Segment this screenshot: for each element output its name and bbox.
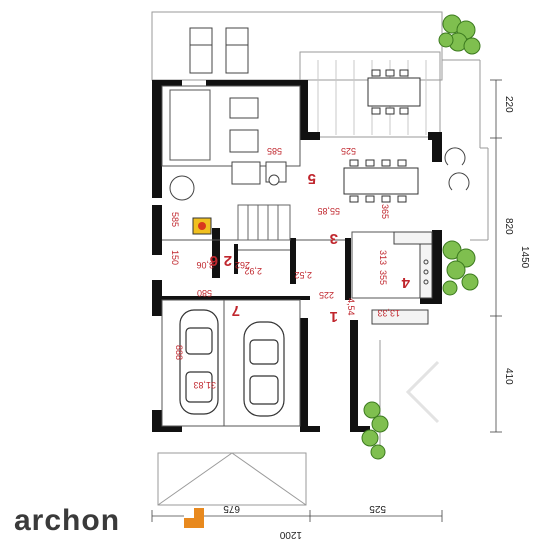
dim-right-820: 820: [503, 218, 514, 235]
inner-dimensions: 585 525 365 585 150 580 225 313 355 888 …: [170, 146, 390, 360]
logo-text: archon: [14, 504, 120, 537]
dim-bottom-1200: 1200: [279, 529, 302, 540]
dimension-lines: [151, 79, 502, 522]
dim-313: 313: [378, 250, 388, 265]
room-number-5: 5: [308, 170, 316, 187]
room-area-7: 31,83: [193, 380, 216, 390]
living-furniture: [169, 97, 287, 201]
room-number-7: 7: [232, 302, 240, 319]
room-labels: 1 4,54 2 2,92 3 2,52 4 13,33 5 55,85 6 3…: [193, 170, 410, 390]
shrub-right: [442, 240, 479, 296]
room-area-1: 4,54: [346, 298, 356, 316]
dim-right-410: 410: [503, 368, 514, 385]
archon-logo: archon: [14, 504, 204, 537]
room-area-4: 13,33: [377, 308, 400, 318]
dim-bottom-675: 675: [223, 503, 240, 514]
dim-585-b: 585: [170, 212, 180, 227]
outer-dimensions: 220 820 1450 410 675 525 1200: [223, 96, 530, 540]
fireplace-icon: [192, 217, 212, 235]
shrub-bottom: [361, 401, 389, 460]
dining-table: [343, 159, 419, 203]
dim-right-220: 220: [503, 96, 514, 113]
dim-580: 580: [197, 288, 212, 298]
dim-225: 225: [319, 290, 334, 300]
room-number-2: 2: [224, 252, 232, 269]
dim-888: 888: [174, 345, 184, 360]
room-area-5: 55,85: [317, 206, 340, 216]
staircase: [237, 204, 291, 241]
sun-loungers: [189, 27, 249, 74]
kitchen-counter: [371, 231, 433, 325]
dim-150: 150: [170, 250, 180, 265]
outdoor-chairs: [444, 147, 470, 191]
car-left: [179, 309, 219, 415]
room-number-1: 1: [330, 308, 338, 325]
terrace-dining-set: [367, 69, 421, 115]
car-right: [243, 321, 285, 417]
shrub-top-right: [438, 14, 481, 55]
dim-262: 262: [235, 260, 250, 270]
room-number-6: 6: [210, 252, 218, 269]
watermark-chevron: [405, 360, 440, 424]
walls: [152, 80, 442, 432]
dim-525: 525: [341, 146, 356, 156]
dim-355: 355: [378, 270, 388, 285]
dim-365: 365: [380, 204, 390, 219]
room-number-4: 4: [401, 274, 410, 291]
dim-585-a: 585: [267, 146, 282, 156]
room-number-3: 3: [330, 230, 338, 247]
dim-bottom-525: 525: [369, 503, 386, 514]
room-area-3: 2,52: [294, 270, 312, 280]
room-area-2: 2,92: [244, 266, 262, 276]
dim-right-1450: 1450: [519, 246, 530, 269]
room-area-6: 3,06: [196, 260, 214, 270]
interior-partitions: [161, 85, 433, 427]
